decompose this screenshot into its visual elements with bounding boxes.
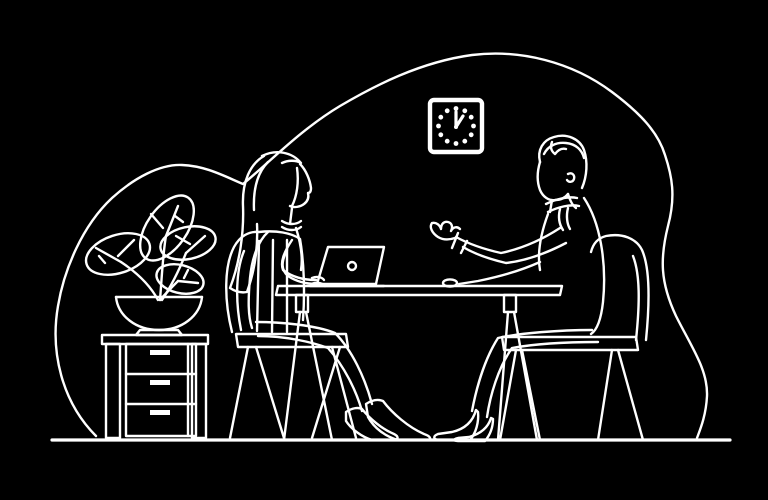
man-face [536,160,570,202]
chair-seat [500,335,640,352]
man-resting-hand [441,278,459,288]
man-head [536,134,588,214]
man [429,134,606,443]
chair-legs [498,348,645,442]
man-quiff [549,140,568,156]
plant-stems [119,234,188,302]
woman-face [288,162,313,226]
man-legs [433,328,600,443]
laptop-logo-icon [346,260,358,272]
clock-frame [427,97,485,155]
chair-seat [234,332,350,349]
background-blob [54,52,709,440]
clock-hour-markers [436,106,476,146]
man-ear [565,172,576,183]
woman [228,151,432,442]
drawer-handle-2 [150,380,170,385]
clock-center-dot [454,125,458,129]
woman-neck [288,206,294,226]
plant-leaves [84,194,217,295]
woman-legs [254,320,432,442]
cabinet-right-leg [190,342,208,440]
man-collar [544,196,581,232]
woman-hair [228,151,303,294]
man-raised-arm [429,220,568,265]
table-top [274,284,564,297]
table-left-legs [282,310,334,442]
cabinet-left-leg [104,342,122,440]
laptop [308,245,386,288]
clock-hour-hand [454,114,465,129]
man-torso [537,196,606,336]
man-cuff [450,231,469,255]
table-left-bracket [294,293,310,314]
man-table-arm [441,260,542,288]
drawer-dividers [124,342,198,438]
cabinet-top [100,333,210,346]
laptop-lid [315,245,386,286]
woman-shoe-front [364,398,432,442]
man-open-hand [429,220,462,241]
potted-plant [84,194,217,337]
man-shoe-front [433,408,480,442]
woman-shoe-back [344,406,399,442]
table-right-legs [496,310,539,442]
table [274,284,564,442]
plant-pot [114,295,204,337]
woman-torso [247,219,303,330]
cabinet-body [124,342,198,438]
drawer-handle-3 [150,410,170,415]
wall-clock-icon [427,97,485,155]
drawer-handle-1 [150,350,170,355]
table-right-bracket [502,293,518,314]
drawer-cabinet [100,333,210,440]
man-chair [498,234,650,442]
chair-legs [228,345,358,440]
